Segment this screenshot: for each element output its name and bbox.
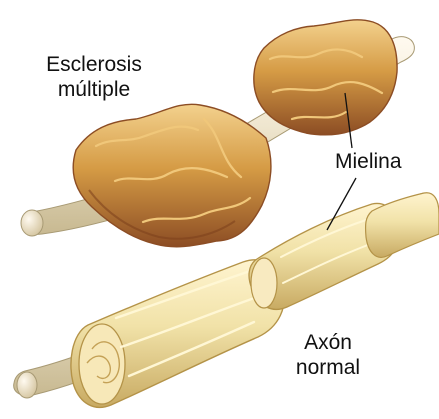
multiple-sclerosis-label: Esclerosis múltiple [36,52,152,102]
damaged-myelin-segment-left [73,104,271,247]
healthy-myelin-segment-right [366,193,439,258]
normal-axon-label-line2: normal [276,355,380,380]
ms-axon-end-cap [21,210,43,236]
multiple-sclerosis-label-line2: múltiple [36,77,152,102]
healthy-myelin-middle-end [251,258,277,308]
normal-axon-label: Axón normal [276,330,380,380]
normal-axon-label-line1: Axón [276,330,380,355]
multiple-sclerosis-label-line1: Esclerosis [36,52,152,77]
normal-axon-end-cap [17,372,37,398]
healthy-myelin-large-end [79,324,125,404]
myelin-label: Mielina [335,149,402,174]
